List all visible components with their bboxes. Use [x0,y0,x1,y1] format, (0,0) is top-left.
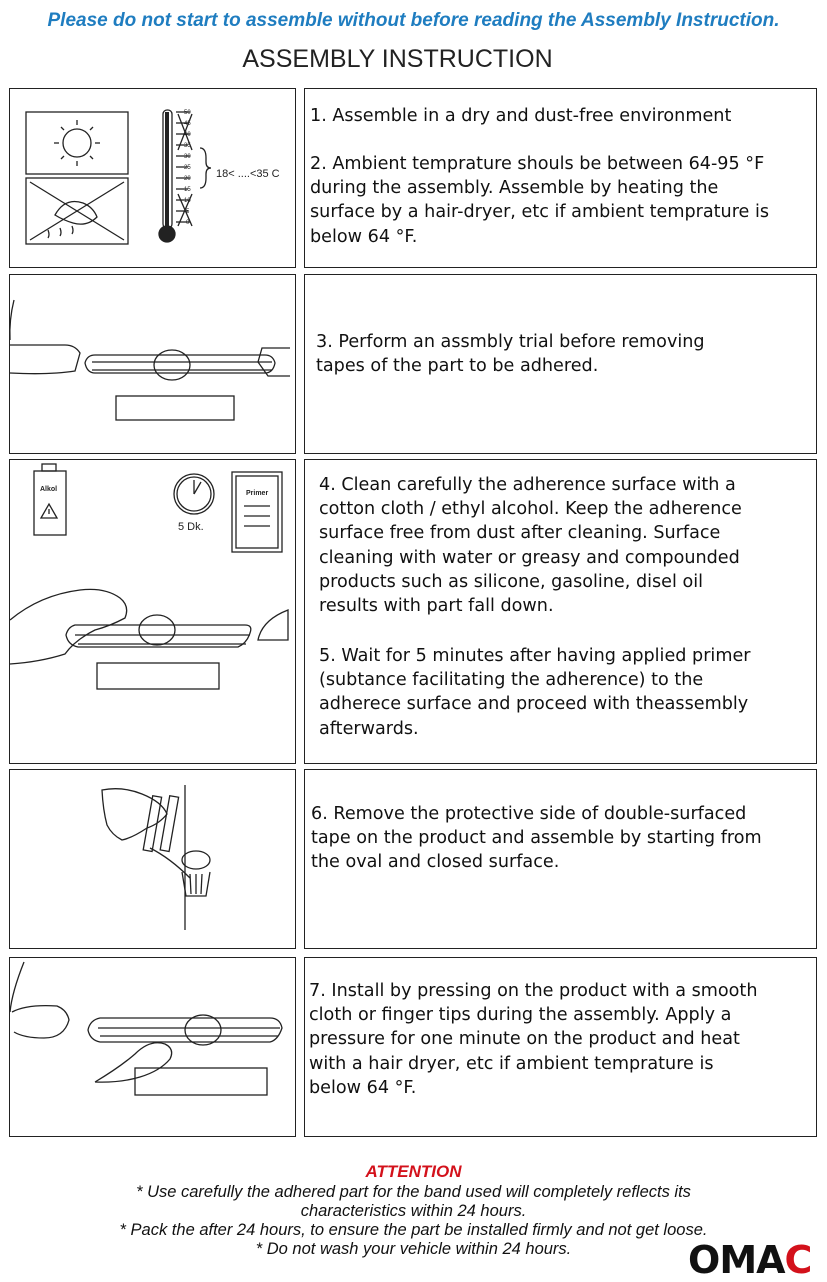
step-1-text: 1. Assemble in a dry and dust-free envir… [310,104,731,128]
step-6-line: the oval and closed surface. [311,852,560,873]
logo-letter-red: C [784,1238,813,1282]
step-2-line: during the assembly. Assemble by heating… [310,178,719,199]
step-6-line: 6. Remove the protective side of double-… [311,804,747,824]
text-panel-steps-1-2 [304,88,817,268]
footer-note: * Pack the after 24 hours, to ensure the… [119,1221,708,1239]
step-2-line: below 64 °F. [310,226,418,247]
step-7-line: below 64 °F. [309,1077,417,1098]
logo-letter: O [688,1238,720,1282]
illustration-panel-trial [9,274,296,454]
warning-banner: Please do not start to assemble without … [47,10,780,31]
step-2-line: surface by a hair-dryer, etc if ambient … [310,202,770,223]
step-4-line: surface free from dust after cleaning. S… [319,523,721,544]
step-5-line: (subtance facilitating the adherence) to… [319,670,704,691]
attention-heading: ATTENTION [365,1162,462,1181]
step-2-text: 2. Ambient temprature shouls be between … [310,152,769,249]
omac-logo: OMAC [688,1238,813,1282]
step-6-line: tape on the product and assemble by star… [311,828,762,849]
step-3-line: tapes of the part to be adhered. [316,356,599,377]
step-4-line: cleaning with water or greasy and compou… [319,547,740,568]
step-6-text: 6. Remove the protective side of double-… [311,802,762,875]
step-4-line: 4. Clean carefully the adherence surface… [319,475,736,495]
footer-note: characteristics within 24 hours. [300,1202,527,1220]
step-7-line: with a hair dryer, etc if ambient tempra… [309,1053,714,1074]
step-5-line: afterwards. [319,718,419,739]
step-7-text: 7. Install by pressing on the product wi… [309,979,758,1100]
step-5-line: 5. Wait for 5 minutes after having appli… [319,646,751,666]
footer-note: * Use carefully the adhered part for the… [136,1183,691,1201]
step-7-line: 7. Install by pressing on the product wi… [309,981,758,1001]
step-3-line: 3. Perform an assmbly trial before remov… [316,332,705,352]
illustration-panel-tape [9,769,296,949]
step-7-line: cloth or finger tips during the assembly… [309,1005,732,1026]
text-panel-step-3 [304,274,817,454]
step-4-line: cotton cloth / ethyl alcohol. Keep the a… [319,499,742,520]
step-4-text: 4. Clean carefully the adherence surface… [319,473,742,618]
step-4-line: products such as silicone, gasoline, dis… [319,571,704,592]
step-5-text: 5. Wait for 5 minutes after having appli… [319,644,751,741]
step-3-text: 3. Perform an assmbly trial before remov… [316,330,705,378]
illustration-panel-environment [9,88,296,268]
illustration-panel-cleaning [9,459,296,764]
text-panel-step-6 [304,769,817,949]
text-panel-steps-4-5 [304,459,817,764]
step-4-line: results with part fall down. [319,596,554,617]
page-title: ASSEMBLY INSTRUCTION [242,45,553,73]
illustration-panel-install [9,957,296,1137]
logo-letters: MA [719,1238,785,1282]
step-5-line: adherece surface and proceed with theass… [319,694,749,715]
text-panel-step-7 [304,957,817,1137]
step-7-line: pressure for one minute on the product a… [309,1029,740,1050]
step-2-line: 2. Ambient temprature shouls be between … [310,154,765,174]
step-1-line: 1. Assemble in a dry and dust-free envir… [310,106,732,126]
footer-note: * Do not wash your vehicle within 24 hou… [255,1240,572,1258]
